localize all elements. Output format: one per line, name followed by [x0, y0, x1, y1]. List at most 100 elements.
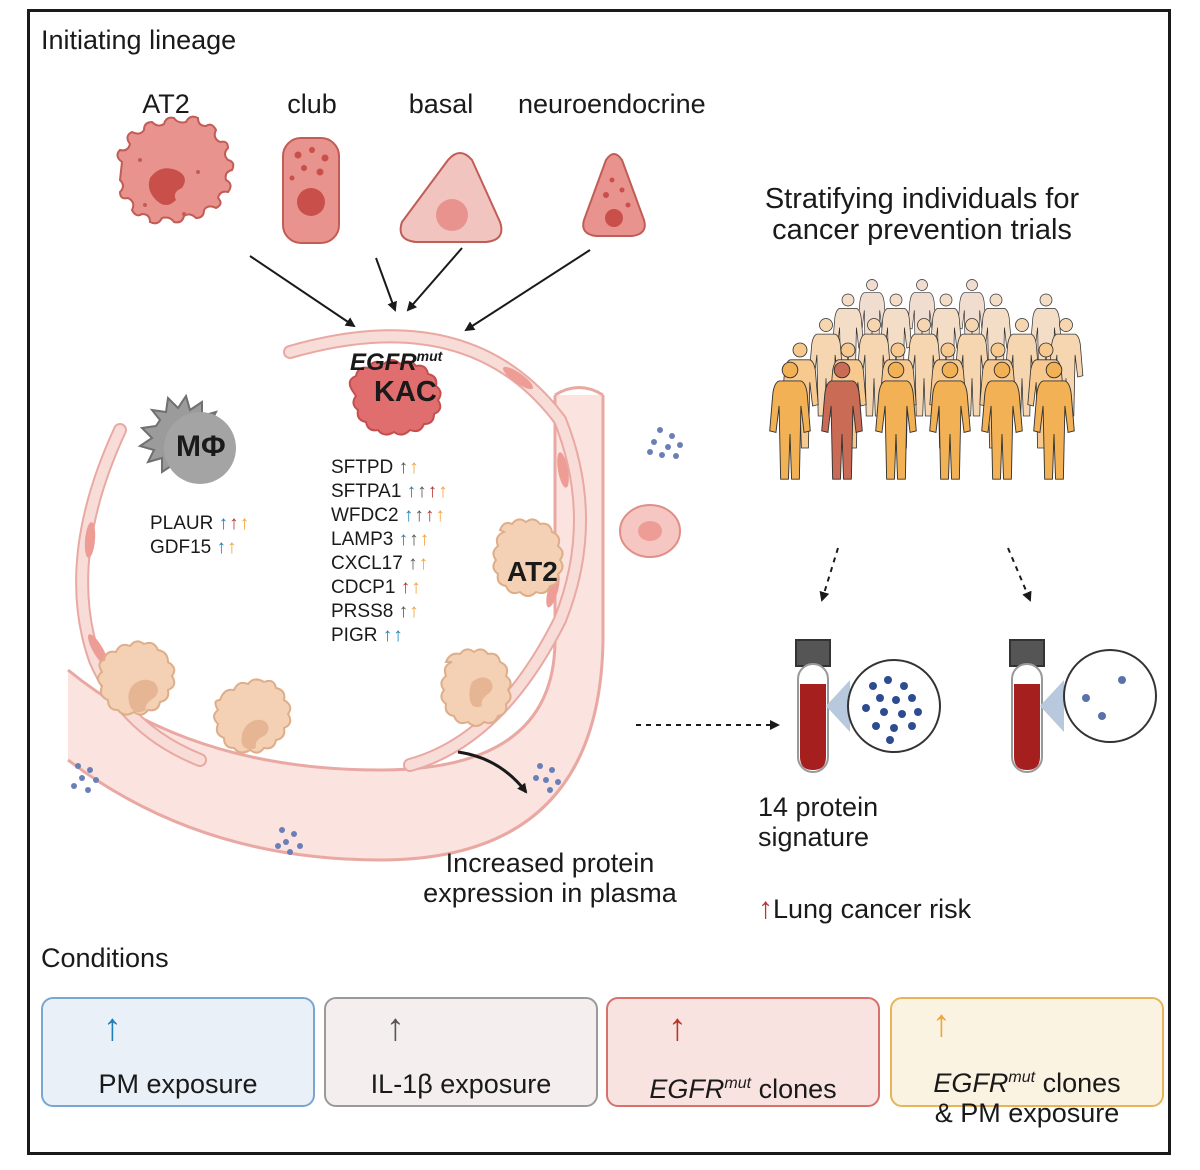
up-arrow-icon: ↑ — [227, 537, 238, 558]
person-silhouette — [808, 318, 844, 417]
up-arrow-icon: ↑ — [419, 529, 431, 550]
up-arrow-icon: ↑ — [216, 537, 228, 558]
condition-box: ↑ IL-1β exposure — [324, 997, 598, 1107]
protein-dots — [71, 427, 683, 855]
up-arrow-icon: ↑ — [409, 601, 420, 622]
condition-label: PM exposure — [98, 1069, 258, 1099]
kac-gene-row: WFDC2 ↑↑↑↑ — [331, 504, 449, 528]
condition-up-arrow-icon: ↑ — [386, 1007, 405, 1049]
condition-box: ↑PM exposure — [41, 997, 315, 1107]
macrophage-gene-list: PLAUR ↑↑↑GDF15 ↑↑ — [150, 512, 250, 560]
condition-label-line-2: & PM exposure — [934, 1098, 1120, 1128]
at2-cell-icon — [116, 115, 235, 225]
signature-line-1: 14 protein — [758, 792, 879, 822]
condition-up-arrow-icon: ↑ — [668, 1007, 687, 1049]
kac-gene-name: SFTPD — [331, 457, 399, 478]
neuroendocrine-cell-icon — [582, 153, 646, 237]
condition-label: EGFRmut clones& PM exposure — [892, 1063, 1162, 1128]
person-silhouette — [856, 318, 892, 417]
person-silhouette — [1004, 318, 1040, 417]
blood-tube-high — [795, 639, 941, 773]
up-arrow-icon: ↑ — [427, 481, 439, 502]
up-arrow-icon: ↑ — [411, 577, 422, 598]
up-arrow-icon: ↑ — [398, 457, 410, 478]
cell-label-neuroendocrine: neuroendocrine — [518, 89, 706, 119]
macrophage-gene-name: GDF15 — [150, 537, 217, 558]
blood-tube-low — [1009, 639, 1157, 773]
up-arrow-icon: ↑ — [414, 505, 425, 526]
person-silhouette — [929, 361, 971, 480]
macrophage-label: MΦ — [176, 430, 226, 463]
kac-gene-row: PIGR ↑↑ — [331, 624, 449, 648]
up-arrow-icon: ↑ — [408, 553, 419, 574]
up-arrow-icon: ↑ — [218, 513, 230, 534]
kac-cell — [348, 359, 442, 436]
up-arrow-icon: ↑ — [239, 513, 251, 534]
risk-up-arrow-icon: ↑ — [758, 892, 773, 925]
kac-gene-row: LAMP3 ↑↑↑ — [331, 528, 449, 552]
lung-cancer-risk: ↑Lung cancer risk — [758, 892, 971, 926]
condition-label: EGFRmut clones — [649, 1074, 837, 1104]
kac-gene-name: CDCP1 — [331, 577, 401, 598]
kac-gene-name: PIGR — [331, 625, 383, 646]
condition-up-arrow-icon: ↑ — [932, 1003, 951, 1045]
up-arrow-icon: ↑ — [400, 577, 412, 598]
kac-gene-name: CXCL17 — [331, 553, 409, 574]
person-silhouette — [769, 361, 811, 480]
up-arrow-icon: ↑ — [424, 505, 436, 526]
kac-gene-name: SFTPA1 — [331, 481, 407, 502]
plasma-line-2: expression in plasma — [423, 878, 677, 908]
up-arrow-icon: ↑ — [403, 505, 415, 526]
up-arrow-icon: ↑ — [229, 513, 240, 534]
macrophage-gene-row: PLAUR ↑↑↑ — [150, 512, 250, 536]
figure-frame — [27, 9, 1171, 1155]
macrophage-gene-row: GDF15 ↑↑ — [150, 536, 250, 560]
population-crowd — [769, 279, 1084, 480]
stratification-arrows — [636, 547, 1032, 730]
person-silhouette — [954, 318, 990, 417]
macrophage-gene-name: PLAUR — [150, 513, 219, 534]
condition-label: IL-1β exposure — [370, 1069, 552, 1099]
person-silhouette — [875, 361, 917, 480]
kac-gene-label: EGFRmut — [350, 348, 443, 376]
kac-gene-row: PRSS8 ↑↑ — [331, 600, 449, 624]
at2-inner-label: AT2 — [507, 556, 558, 587]
person-silhouette — [1033, 361, 1075, 480]
up-arrow-icon: ↑ — [398, 529, 410, 550]
initiating-lineage-title: Initiating lineage — [41, 25, 237, 55]
kac-gene-list: SFTPD ↑↑SFTPA1 ↑↑↑↑WFDC2 ↑↑↑↑LAMP3 ↑↑↑CX… — [331, 456, 449, 648]
kac-gene-row: SFTPA1 ↑↑↑↑ — [331, 480, 449, 504]
cell-label-at2: AT2 — [142, 89, 190, 119]
secretion-arrow — [457, 750, 528, 794]
stratify-line-2: cancer prevention trials — [772, 214, 1072, 246]
person-silhouette — [906, 318, 942, 417]
club-cell-icon — [282, 137, 340, 244]
person-silhouette — [981, 361, 1023, 480]
up-arrow-icon: ↑ — [406, 481, 418, 502]
stratify-heading: Stratifying individuals for cancer preve… — [742, 184, 1102, 246]
cell-label-club: club — [287, 89, 337, 119]
plasma-line-1: Increased protein — [445, 848, 655, 878]
kac-label: KAC — [374, 376, 437, 408]
kac-gene-row: CDCP1 ↑↑ — [331, 576, 449, 600]
person-silhouette — [821, 361, 863, 480]
at2-lower-right-cell — [440, 648, 512, 727]
condition-box: ↑ EGFRmut clones& PM exposure — [890, 997, 1164, 1128]
risk-text: Lung cancer risk — [773, 894, 972, 924]
up-arrow-icon: ↑ — [393, 625, 404, 646]
up-arrow-icon: ↑ — [409, 529, 420, 550]
at2-lower-left-cell — [97, 640, 176, 716]
up-arrow-icon: ↑ — [438, 481, 449, 502]
at2-inner-cell — [492, 518, 564, 597]
conditions-title: Conditions — [41, 943, 169, 973]
at2-lower-middle-cell — [213, 678, 292, 754]
up-arrow-icon: ↑ — [435, 505, 446, 526]
kac-gene-name: PRSS8 — [331, 601, 399, 622]
up-arrow-icon: ↑ — [418, 553, 430, 574]
signature-line-2: signature — [758, 822, 870, 852]
basal-cell-icon — [399, 152, 503, 243]
plasma-text: Increased protein expression in plasma — [410, 848, 690, 908]
blood-vessel — [67, 386, 681, 862]
up-arrow-icon: ↑ — [417, 481, 428, 502]
